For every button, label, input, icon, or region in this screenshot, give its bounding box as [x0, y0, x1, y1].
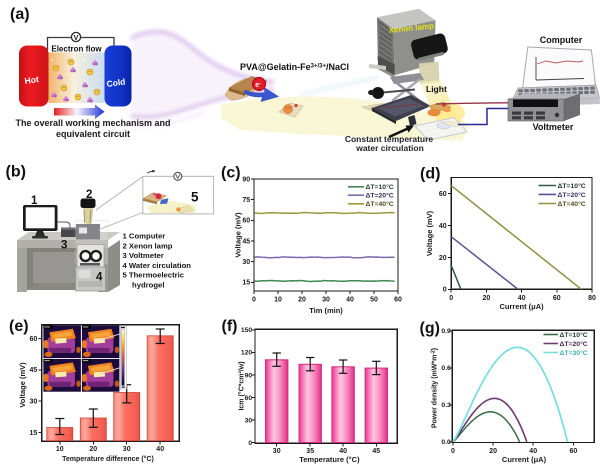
svg-text:20: 20: [489, 448, 497, 455]
svg-text:50: 50: [370, 297, 378, 304]
svg-text:20: 20: [483, 295, 491, 302]
svg-text:0: 0: [443, 287, 447, 294]
svg-text:0: 0: [248, 440, 252, 447]
svg-text:Temperature difference (°C): Temperature difference (°C): [62, 455, 154, 463]
svg-text:90: 90: [242, 176, 250, 183]
svg-text:Voltage (mV): Voltage (mV): [18, 362, 27, 408]
svg-text:15: 15: [242, 280, 250, 287]
svg-text:60: 60: [245, 395, 253, 402]
svg-text:(c): (c): [221, 165, 241, 182]
svg-text:(a): (a): [10, 6, 30, 23]
svg-text:Voltage (mV): Voltage (mV): [234, 212, 243, 258]
svg-text:Cold: Cold: [106, 76, 126, 89]
svg-text:The overall working mechanism: The overall working mechanism and: [15, 118, 170, 128]
svg-text:(b): (b): [6, 164, 26, 181]
svg-text:V: V: [74, 35, 79, 42]
svg-text:Electron flow: Electron flow: [51, 44, 102, 53]
svg-text:30: 30: [123, 446, 131, 453]
svg-text:Temperature (°C): Temperature (°C): [299, 455, 360, 464]
svg-text:ΔT=40°C: ΔT=40°C: [366, 200, 394, 208]
svg-text:20: 20: [89, 446, 97, 453]
svg-text:30: 30: [30, 399, 38, 406]
svg-text:60: 60: [30, 336, 38, 343]
svg-text:60: 60: [570, 448, 578, 455]
svg-text:5 Thermoelectric: 5 Thermoelectric: [123, 271, 185, 280]
svg-text:45: 45: [372, 448, 380, 455]
svg-text:2 Xenon lamp: 2 Xenon lamp: [123, 241, 173, 250]
svg-text:(f): (f): [222, 318, 238, 335]
svg-text:1 Computer: 1 Computer: [123, 232, 166, 241]
svg-text:10: 10: [274, 297, 282, 304]
svg-text:0.9: 0.9: [441, 328, 451, 335]
svg-text:40: 40: [518, 295, 526, 302]
svg-text:40: 40: [439, 223, 447, 230]
svg-text:Power density (mW*m-2): Power density (mW*m-2): [431, 348, 439, 428]
svg-text:0.0: 0.0: [441, 439, 451, 446]
svg-text:40: 40: [346, 297, 354, 304]
svg-text:PVA@Gelatin-Fe3+/3+/NaCl: PVA@Gelatin-Fe3+/3+/NaCl: [240, 62, 349, 72]
svg-text:30: 30: [245, 417, 253, 424]
svg-text:Voltage (mV): Voltage (mV): [425, 210, 434, 256]
svg-text:40: 40: [529, 448, 537, 455]
svg-text:20: 20: [298, 297, 306, 304]
svg-text:ΔT=10°C: ΔT=10°C: [558, 182, 586, 190]
svg-text:ΔT=40°C: ΔT=40°C: [558, 200, 586, 208]
svg-text:60: 60: [439, 191, 447, 198]
svg-text:(d): (d): [420, 166, 440, 183]
svg-text:40: 40: [156, 446, 164, 453]
svg-text:90: 90: [245, 372, 253, 379]
svg-text:30: 30: [242, 259, 250, 266]
svg-text:10: 10: [56, 446, 64, 453]
svg-text:150: 150: [241, 327, 253, 334]
svg-text:3 Voltmeter: 3 Voltmeter: [123, 251, 164, 260]
svg-text:45: 45: [242, 238, 250, 245]
svg-text:120: 120: [241, 350, 253, 357]
svg-text:3: 3: [61, 240, 67, 252]
svg-text:0: 0: [451, 448, 455, 455]
svg-text:0.6: 0.6: [441, 365, 451, 372]
svg-text:hydrogel: hydrogel: [132, 281, 164, 290]
svg-text:60: 60: [394, 297, 402, 304]
svg-text:ΔT=10°C: ΔT=10°C: [366, 183, 394, 191]
svg-text:Current (μA): Current (μA): [502, 455, 547, 464]
svg-text:water circulation: water circulation: [355, 143, 424, 153]
svg-text:ΔT=20°C: ΔT=20°C: [558, 191, 586, 199]
svg-text:35: 35: [306, 448, 314, 455]
svg-text:30: 30: [322, 297, 330, 304]
svg-text:45: 45: [30, 367, 38, 374]
svg-text:30: 30: [273, 448, 281, 455]
svg-text:75: 75: [242, 197, 250, 204]
svg-text:0: 0: [252, 297, 256, 304]
svg-text:60: 60: [242, 218, 250, 225]
svg-text:ΔT=20°C: ΔT=20°C: [560, 340, 588, 348]
svg-text:Tim (min): Tim (min): [309, 306, 343, 315]
svg-text:ΔT=30°C: ΔT=30°C: [560, 349, 588, 357]
svg-text:Computer: Computer: [540, 35, 583, 45]
svg-text:(g): (g): [420, 320, 440, 337]
svg-text:1: 1: [31, 195, 38, 207]
svg-text:2: 2: [86, 189, 92, 201]
svg-text:Hot: Hot: [24, 74, 40, 86]
svg-text:ΔT=20°C: ΔT=20°C: [366, 192, 394, 200]
svg-text:(e): (e): [9, 318, 29, 335]
svg-text:60: 60: [553, 295, 561, 302]
svg-text:Icm (°C*cm²/w): Icm (°C*cm²/w): [238, 361, 246, 410]
svg-text:Constant temperature: Constant temperature: [345, 134, 434, 144]
svg-text:4: 4: [96, 272, 103, 284]
svg-text:80: 80: [588, 295, 596, 302]
svg-text:5: 5: [191, 190, 199, 205]
svg-text:0: 0: [449, 295, 453, 302]
svg-text:15: 15: [30, 430, 38, 437]
svg-text:40: 40: [339, 448, 347, 455]
svg-text:0.3: 0.3: [441, 402, 451, 409]
svg-text:Light: Light: [426, 84, 447, 94]
svg-text:e-: e-: [255, 81, 261, 89]
svg-text:Voltmeter: Voltmeter: [533, 122, 574, 132]
svg-text:20: 20: [439, 255, 447, 262]
svg-text:Current (μA): Current (μA): [500, 302, 545, 311]
svg-text:4 Water circulation: 4 Water circulation: [123, 261, 192, 270]
svg-text:ΔT=10°C: ΔT=10°C: [560, 331, 588, 339]
svg-text:equivalent circuit: equivalent circuit: [56, 129, 130, 139]
